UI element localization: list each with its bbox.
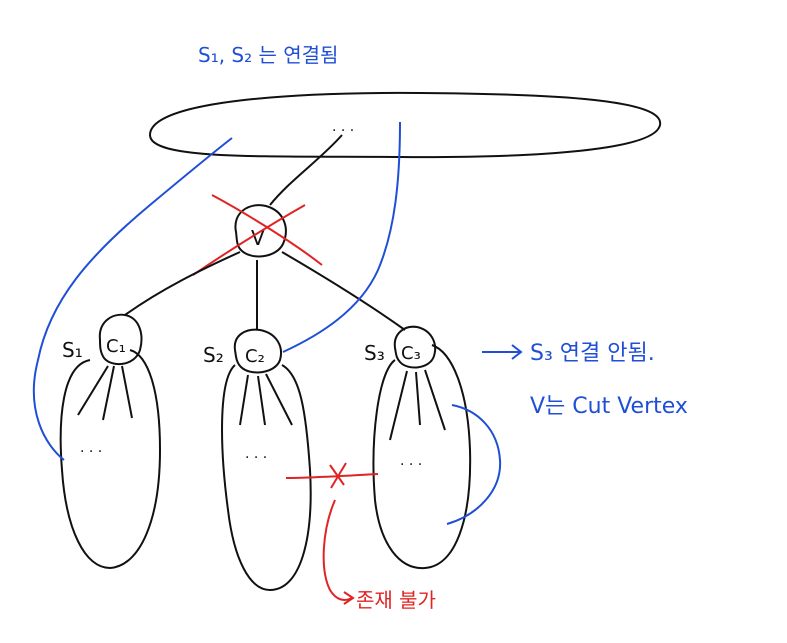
s3-inner-edges [389, 369, 446, 441]
blue-path-c2-to-upper [282, 121, 401, 353]
s3-label: S₃ [364, 341, 385, 365]
arrow-to-s3-note [482, 344, 523, 360]
red-x-mark [329, 462, 347, 489]
right-note-line2: V는 Cut Vertex [530, 394, 688, 419]
blue-path-s1-to-upper [32, 137, 233, 461]
c3-node [393, 325, 436, 369]
upper-dots: . . . [332, 119, 354, 135]
c1-label: C₁ [106, 336, 126, 357]
edge-v-to-c1 [124, 251, 241, 316]
s3-subtree-outline [372, 344, 472, 570]
s2-label: S₂ [203, 343, 224, 367]
c1-node [98, 313, 143, 366]
s1-label: S₁ [62, 338, 83, 362]
vertex-v-label: V [251, 226, 265, 250]
red-crossed-edge [285, 473, 379, 479]
s1-inner-edges [77, 365, 133, 421]
s1-dots: . . . [80, 440, 102, 456]
edge-v-to-c3 [281, 251, 406, 331]
red-cross-on-v [192, 194, 323, 276]
s2-subtree-outline [221, 364, 312, 592]
c3-label: C₃ [401, 343, 421, 364]
upper-graph-ellipse [148, 91, 662, 159]
s1-subtree-outline [59, 349, 162, 570]
c2-node [233, 328, 282, 374]
c2-label: C₂ [245, 346, 265, 367]
s2-inner-edges [239, 373, 293, 426]
bottom-note: 존재 불가 [356, 588, 436, 612]
right-note-line1: S₃ 연결 안됨. [530, 341, 655, 366]
blue-loop-s3 [446, 404, 502, 525]
red-arrow-down [322, 499, 355, 605]
top-note: S₁, S₂ 는 연결됨 [198, 43, 338, 67]
edge-upper-to-v [269, 134, 343, 206]
s2-dots: . . . [245, 446, 267, 462]
s3-dots: . . . [400, 453, 422, 469]
